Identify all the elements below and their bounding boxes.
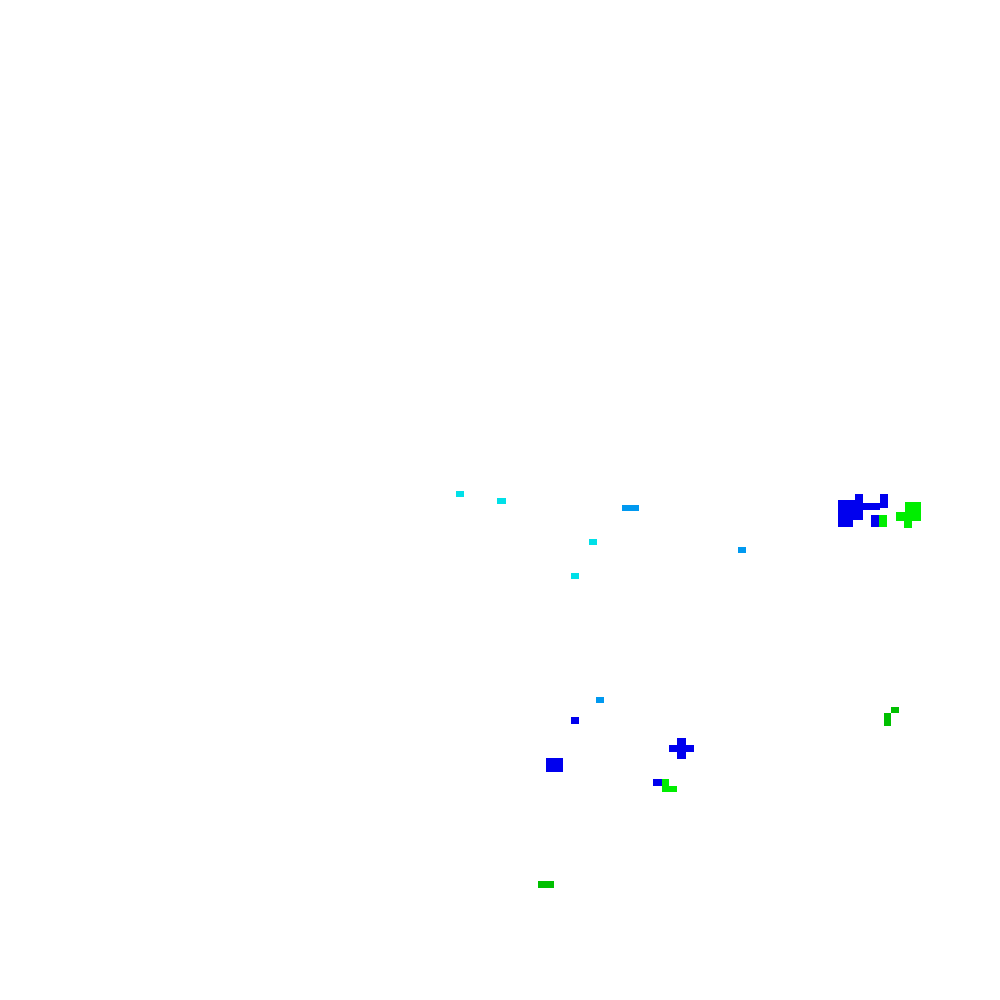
sky-blue-pixel: [596, 697, 604, 703]
cyan-speck-2: [497, 498, 506, 504]
sky-blue-pixel: [738, 547, 746, 553]
green-blob-large: [879, 502, 921, 528]
cyan-pixel: [456, 491, 464, 497]
green-dash: [538, 881, 554, 888]
blue-pixel: [863, 503, 880, 510]
green-pixel: [896, 512, 921, 521]
green-pixel: [891, 707, 899, 713]
sky-speck-1: [738, 547, 746, 553]
blue-green-pair: [653, 779, 677, 792]
blue-speck-1: [571, 717, 579, 724]
blue-pixel: [880, 494, 888, 508]
green-pixel: [879, 515, 887, 527]
green-pixel: [905, 502, 921, 512]
blue-pixel: [653, 779, 662, 786]
cyan-speck-1: [456, 491, 464, 497]
sky-speck-2: [596, 697, 604, 703]
cyan-pixel: [589, 539, 597, 545]
blue-pixel: [838, 500, 853, 527]
blue-pixel: [871, 515, 879, 527]
green-pixel: [662, 786, 677, 792]
sky-dash-1: [622, 505, 639, 511]
green-pixel: [904, 521, 912, 528]
blue-pixel: [571, 717, 579, 724]
blue-blob-large: [838, 494, 888, 527]
sky-blue-pixel: [622, 505, 639, 511]
blue-cross: [669, 738, 694, 759]
green-pixel: [662, 779, 669, 792]
blue-pixel: [853, 500, 863, 520]
blue-square: [546, 758, 563, 772]
cyan-speck-4: [571, 573, 579, 579]
green-pixel: [884, 713, 891, 726]
cyan-speck-3: [589, 539, 597, 545]
green-hook: [884, 707, 899, 726]
green-pixel: [538, 881, 554, 888]
blue-pixel: [669, 745, 694, 752]
blue-pixel: [546, 758, 563, 772]
cyan-pixel: [497, 498, 506, 504]
blue-pixel: [855, 494, 863, 500]
cyan-pixel: [571, 573, 579, 579]
